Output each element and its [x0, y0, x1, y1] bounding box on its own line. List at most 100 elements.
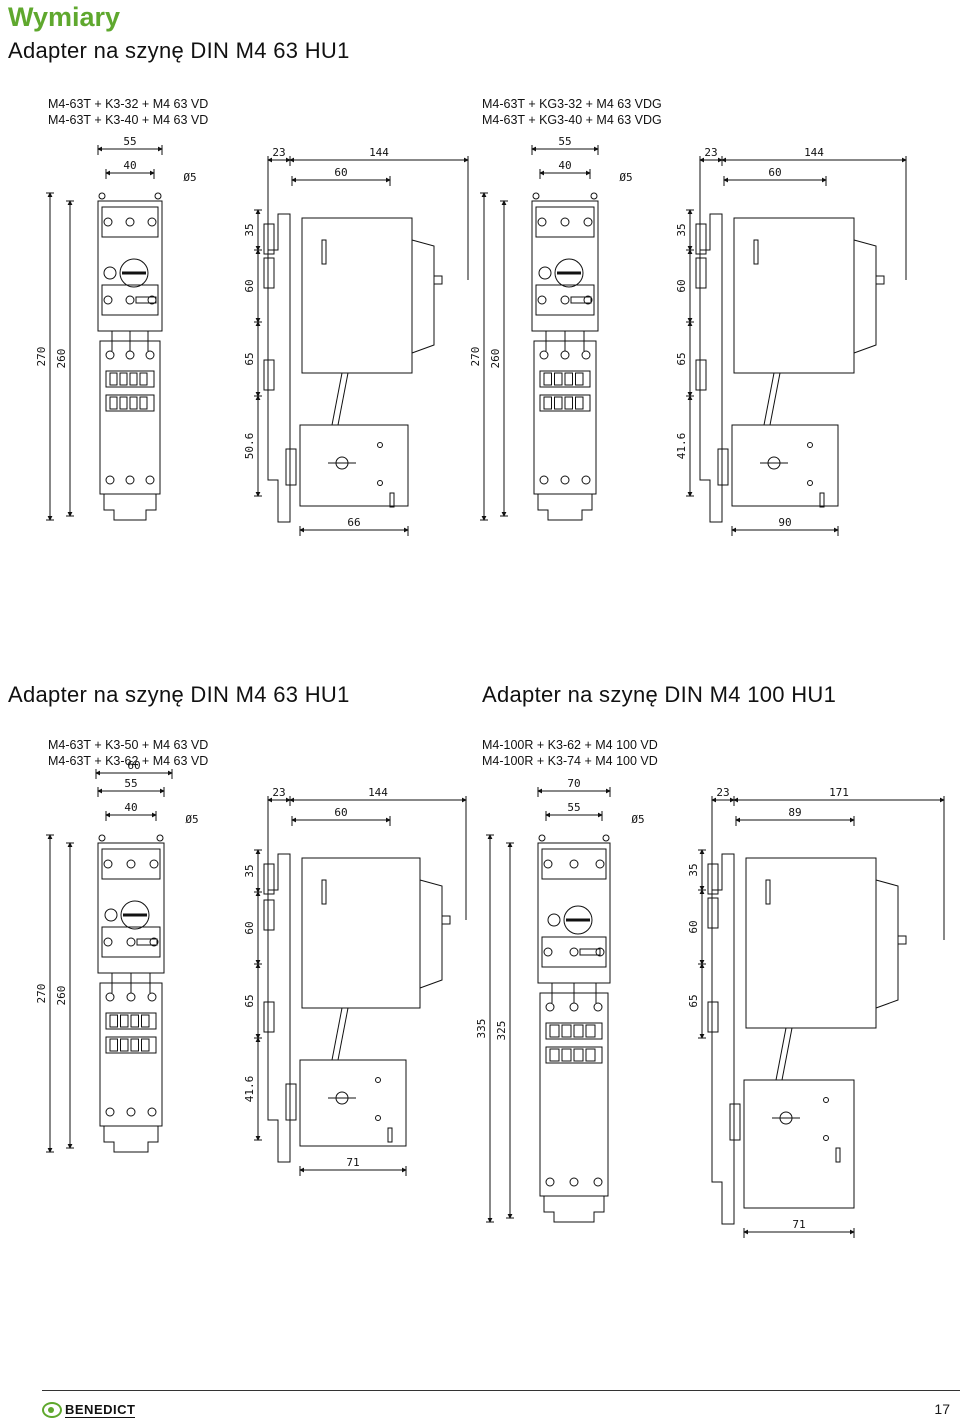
height-segment-dimension: 60 [675, 279, 688, 292]
combo-line: M4-63T + K3-32 + M4 63 VD [48, 97, 209, 111]
din-rail-adapter [711, 853, 735, 1225]
breaker-side-detail [753, 239, 759, 265]
terminal-screw [569, 947, 579, 957]
contact-block [105, 1036, 157, 1054]
contact-slot [549, 1024, 560, 1038]
contactor-clip [729, 1103, 741, 1141]
terminal-screw [560, 217, 570, 227]
mid-depth-dimension: 60 [768, 166, 781, 179]
breaker-button [103, 266, 117, 280]
link-wire [781, 1027, 793, 1081]
link-wire [769, 372, 781, 426]
width-outer-dimension: 55 [124, 777, 137, 790]
link-wire [775, 1027, 787, 1081]
knob-shaft [875, 275, 885, 285]
contactor-side-body [731, 424, 839, 507]
adapter-foot [537, 494, 593, 521]
height-segment-dimension: 35 [243, 223, 256, 236]
width-outer-dimension: 55 [123, 135, 136, 148]
contact-slot [130, 1014, 139, 1028]
breaker-side-body [301, 857, 421, 1009]
contactor-body [533, 340, 597, 495]
adapter-foot [103, 494, 157, 521]
combo-line: M4-63T + K3-62 + M4 63 VD [48, 754, 209, 768]
combo-label-c: M4-63T + K3-50 + M4 63 VD M4-63T + K3-62… [48, 737, 208, 769]
contact-slot [549, 1048, 560, 1062]
breaker-side-detail [765, 879, 771, 905]
rail-clip [707, 863, 719, 895]
terminal-screw [539, 475, 549, 485]
terminal-screw [149, 859, 159, 869]
terminal-screw [595, 947, 605, 957]
rail-clip [707, 1001, 719, 1033]
breaker-knob-side [875, 879, 899, 1009]
terminal-screw [583, 295, 593, 305]
contact-slot [554, 372, 563, 386]
height-segment-dimension: 65 [243, 352, 256, 365]
terminal-screw [560, 295, 570, 305]
breaker-side-detail [321, 879, 327, 905]
breaker-terminals [101, 848, 161, 880]
contact-slot [561, 1048, 572, 1062]
contact-slot [139, 396, 148, 410]
contactor-clip [285, 448, 297, 486]
total-depth-dimension: 144 [368, 786, 388, 799]
total-depth-dimension: 144 [369, 146, 389, 159]
terminal-screw [147, 1107, 157, 1117]
rail-clip [263, 359, 275, 391]
contact-slot [543, 372, 552, 386]
terminal-screw [581, 475, 591, 485]
rail-clip [695, 223, 707, 255]
contact-block [105, 370, 155, 388]
combo-label-b: M4-63T + KG3-32 + M4 63 VDG M4-63T + KG3… [482, 96, 662, 128]
adapter-foot [103, 1126, 159, 1153]
total-depth-dimension: 144 [804, 146, 824, 159]
total-depth-dimension: 171 [829, 786, 849, 799]
contact-slot [109, 1038, 118, 1052]
terminal-screw [145, 350, 155, 360]
width-outer-dimension: 70 [567, 777, 580, 790]
breaker-lower-terminals [535, 284, 595, 316]
height-inner-dimension: 260 [489, 349, 502, 369]
combo-line: M4-63T + K3-40 + M4 63 VD [48, 113, 209, 127]
contact-slot [120, 1014, 129, 1028]
terminal-screw [147, 992, 157, 1002]
knob-shaft [897, 935, 907, 945]
side-detail [819, 492, 825, 508]
terminal-screw [125, 475, 135, 485]
logo-icon [42, 1402, 62, 1418]
section-title-2: Adapter na szynę DIN M4 63 HU1 [8, 682, 350, 707]
bottom-width-dimension: 71 [792, 1218, 805, 1231]
terminal-screw [537, 217, 547, 227]
width-inner-dimension: 55 [567, 801, 580, 814]
height-segment-dimension: 41.6 [243, 1076, 256, 1103]
rail-clip [263, 223, 275, 255]
knob-shaft [441, 915, 451, 925]
width-inner-dimension: 40 [123, 159, 136, 172]
rotary-knob [119, 258, 149, 288]
terminal-screw [103, 859, 113, 869]
height-outer-dimension: 270 [35, 984, 48, 1004]
contact-slot [573, 1048, 584, 1062]
breaker-lower-terminals [541, 936, 607, 968]
contact-slot [119, 396, 128, 410]
contact-block [539, 394, 591, 412]
adapter-foot [543, 1196, 605, 1223]
terminal-screw [545, 1177, 555, 1187]
combo-label-d: M4-100R + K3-62 + M4 100 VD M4-100R + K3… [482, 737, 658, 769]
terminal-screw [543, 947, 553, 957]
contact-slot [139, 372, 148, 386]
terminal-screw [125, 350, 135, 360]
indicator [375, 1115, 381, 1121]
terminal-screw [593, 1002, 603, 1012]
terminal-screw [545, 1002, 555, 1012]
contactor-side-body [299, 424, 409, 507]
contact-block [105, 394, 155, 412]
height-outer-dimension: 270 [469, 347, 482, 367]
width-inner-dimension: 40 [558, 159, 571, 172]
breaker-side-body [745, 857, 877, 1029]
link-wire [331, 1007, 343, 1061]
mid-depth-dimension: 60 [334, 166, 347, 179]
mid-depth-dimension: 60 [334, 806, 347, 819]
terminal-screw [537, 295, 547, 305]
